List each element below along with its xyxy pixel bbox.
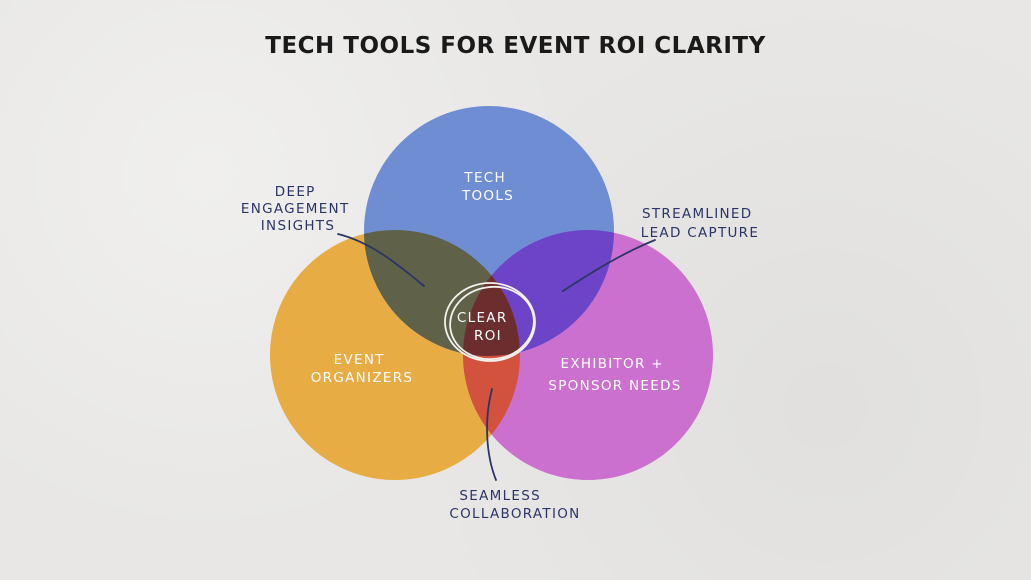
- exhibitor-sponsor-label: EXHIBITOR + SPONSOR NEEDS: [548, 356, 681, 394]
- seamless-collab-leader-line: [486, 388, 497, 481]
- event-organizers-label: EVENT ORGANIZERS: [311, 352, 414, 386]
- clear-roi-label: CLEAR ROI: [457, 310, 513, 344]
- center-ring: [444, 282, 536, 362]
- streamlined-lead-label: STREAMLINED LEAD CAPTURE: [641, 206, 759, 241]
- deep-engagement-leader-line: [337, 233, 425, 287]
- tech-tools-label: TECH TOOLS: [461, 170, 514, 204]
- deep-engagement-label: DEEP ENGAGEMENT INSIGHTS: [241, 184, 355, 234]
- streamlined-lead-leader-line: [562, 239, 656, 292]
- seamless-collab-label: SEAMLESS COLLABORATION: [449, 488, 580, 522]
- page-title: TECH TOOLS FOR EVENT ROI CLARITY: [265, 33, 766, 59]
